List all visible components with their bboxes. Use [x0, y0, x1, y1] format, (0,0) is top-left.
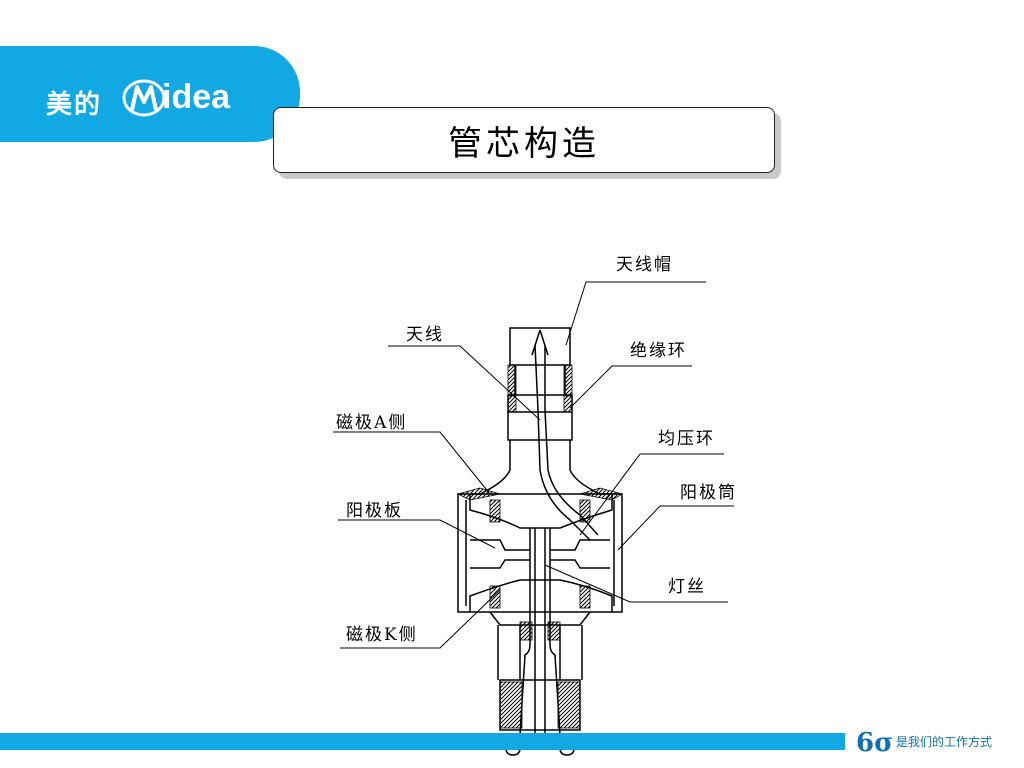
- footer-bar: [0, 733, 845, 750]
- footer-slogan: 是我们的工作方式: [896, 735, 993, 749]
- label-anode-cylinder: 阳极筒: [680, 483, 737, 503]
- label-magnet-k-side: 磁极K侧: [346, 625, 418, 645]
- midea-logo-icon: [122, 79, 166, 117]
- logo-chinese-text: 美的: [46, 90, 103, 120]
- label-antenna: 天线: [406, 325, 444, 345]
- label-antenna-cap: 天线帽: [616, 255, 673, 275]
- label-anode-plate: 阳极板: [346, 501, 403, 521]
- logo-tab: [0, 46, 300, 142]
- logo-english-text: idea: [162, 78, 231, 116]
- page-title: 管芯构造: [273, 107, 775, 173]
- label-insulation-ring: 绝缘环: [630, 341, 687, 361]
- six-sigma-logo: 6σ: [856, 728, 894, 758]
- label-filament: 灯丝: [668, 577, 706, 597]
- label-equalizer-ring: 均压环: [658, 429, 715, 449]
- label-magnet-a-side: 磁极A侧: [336, 413, 408, 433]
